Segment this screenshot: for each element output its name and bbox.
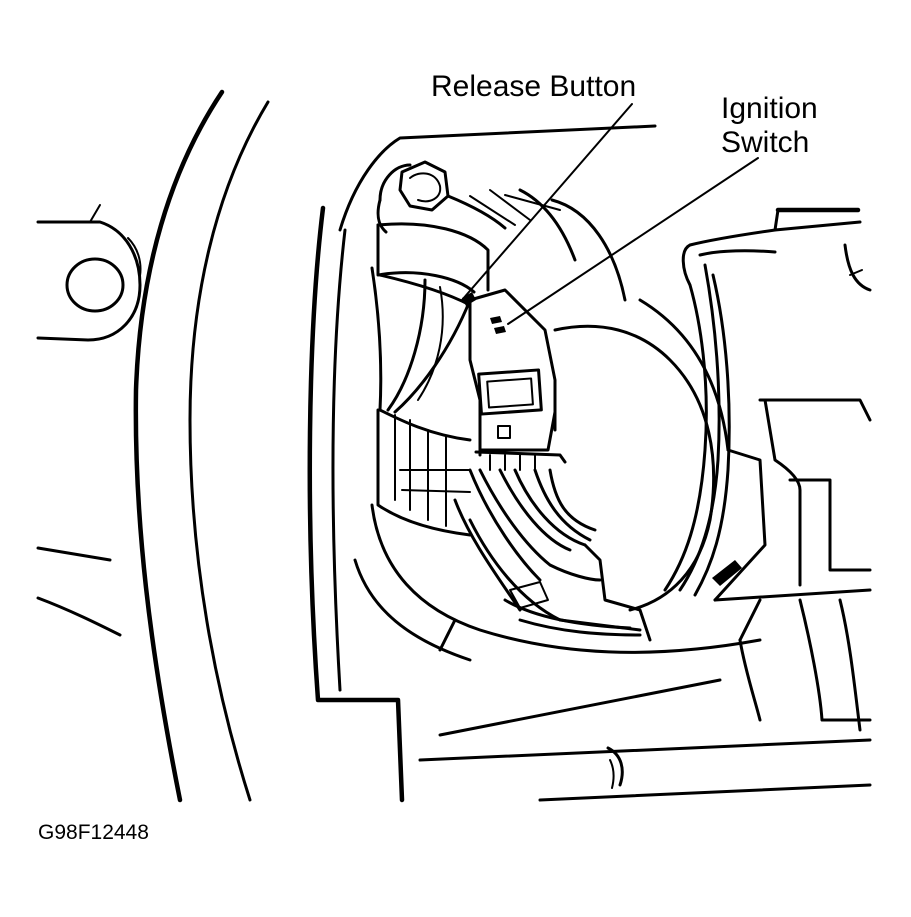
- ignition-switch-leader: [507, 157, 759, 325]
- ignition-switch-label-line2: Switch: [721, 126, 810, 159]
- right-support-bracket: [663, 207, 872, 597]
- release-button-label: Release Button: [431, 70, 637, 103]
- left-lever: [36, 546, 122, 637]
- ignition-switch-label: Ignition Switch: [721, 92, 818, 160]
- column-opening: [553, 298, 730, 612]
- wiring-harness: [453, 468, 652, 642]
- column-shroud-left: [133, 89, 270, 803]
- left-pivot: [36, 204, 142, 342]
- switch-housing: [370, 188, 627, 537]
- ignition-switch-label-line1: Ignition: [721, 92, 818, 125]
- dash-panel-outline: [307, 124, 657, 803]
- release-button-leader: [461, 103, 633, 301]
- ignition-switch-body: [462, 288, 567, 471]
- mounting-bolt: [376, 160, 450, 234]
- figure-id: G98F12448: [38, 821, 149, 844]
- lower-trim: [353, 503, 762, 662]
- lower-panel: [418, 678, 872, 802]
- right-panel: [712, 398, 872, 732]
